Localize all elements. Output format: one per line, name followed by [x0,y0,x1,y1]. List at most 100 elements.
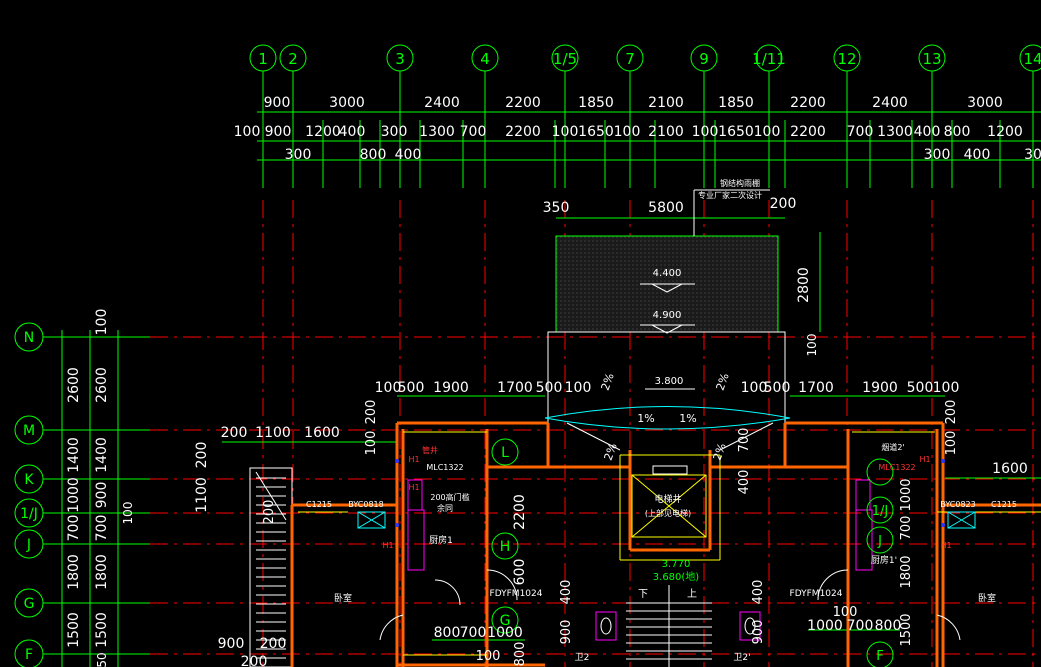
dim-text-row2: 1300 [877,124,913,140]
window-x [947,511,976,529]
axis-bubble-top [833,44,861,72]
dim-text-row2: 2200 [790,124,826,140]
dim-text-row2: 1650 [578,124,614,140]
dim-text-left: 1000 [66,477,82,513]
room-label: 厨房1' [871,554,897,566]
axis-label-left: J [26,537,31,553]
room-label: MLC1322 [426,463,463,472]
dim-text-mid: 100 [565,380,592,396]
dim-text-left: 100 [94,309,110,336]
dim-text-row2: 2100 [648,124,684,140]
axis-label-inner: H [500,539,511,555]
dim-vert: 700 [899,516,914,541]
kitchen-counter [407,509,425,571]
axis-bubble-top [279,44,307,72]
red-marker: H1 [940,541,951,550]
axis-bubble-inner [866,526,894,554]
dim-vert: 100 [944,431,959,456]
door-arc [817,569,849,601]
dim-text-left: 1500 [66,612,82,648]
room-label: MLC1322 [878,463,915,472]
slope-diag [719,422,774,451]
dim-vert: 400 [737,470,752,495]
dim-text-left: 1100 [194,477,210,513]
dim-text-mid: 1700 [497,380,533,396]
room-label: 卫2 [575,653,590,663]
dim-text-mid: 100 [741,380,768,396]
dim-text-left: 1400 [66,437,82,473]
room-label: 余同 [437,503,453,513]
dim-text-row1: 1850 [578,95,614,111]
slope-text: 2% [602,441,620,462]
dim-text-small: 1600 [992,461,1028,477]
axis-bubble-top [755,44,783,72]
dim-text-left: 700 [66,515,82,542]
dim-text-left: 1800 [66,554,82,590]
dim-text-row1: 2100 [648,95,684,111]
fixtures [357,406,976,667]
dim-text-row3: 800 [360,147,387,163]
window-tag: BYC0823 [940,500,975,509]
door-tag: FDYFM1024 [490,589,543,599]
dim-text-row1: 3000 [329,95,365,111]
elevator-x [631,474,707,538]
blue-dot [941,523,945,527]
dim-text-bottom: 900 [218,636,245,652]
red-marker: H1 [408,455,419,464]
axis-label-left: 1/J [20,506,38,522]
door-arc [486,569,518,601]
axis-bubble-inner [866,641,894,667]
door-tag: FDYFM1024 [790,589,843,599]
dim-text-small: 200 [221,425,248,441]
dim-text-bottom: 100 [476,649,501,664]
window-tag: BYC0818 [348,500,383,509]
axis-bubble-left [14,464,44,494]
axis-label-inner: 1/J [872,504,889,519]
dim-text-row2: 300 [381,124,408,140]
slope-text: 1% [637,412,654,425]
dim-text-bottom: 800 [434,625,461,641]
red-marker: H1 [408,483,419,492]
dim-text-bottom: 700 [847,618,874,634]
dim-vert: 800 [513,642,528,667]
dim-text-bottom: 1000 [807,618,843,634]
dim-text-row2: 100 [234,124,261,140]
dim-text-row2: 1200 [987,124,1023,140]
elev-text: 3.770 [662,559,691,570]
elevator-shaft [631,474,707,538]
window-x [357,511,386,529]
axis-label-top: 12 [837,50,856,68]
dim-text-mid: 100 [375,380,402,396]
roof-elev: 4.900 [653,310,682,321]
canopy-frame [547,331,786,423]
slope-text: 2% [714,371,732,392]
dim-vert: 1800 [899,555,914,588]
axis-bubble-left [14,529,44,559]
dim-text-mid: 1700 [798,380,834,396]
roof-elev: 4.400 [653,268,682,279]
dim-vert: 400 [751,580,766,605]
kitchen-counter [855,509,873,571]
axis-label-top: 1 [258,50,268,68]
axis-bubble-top [616,44,644,72]
axis-label-inner: F [876,649,883,664]
dim-text-row2: 2200 [505,124,541,140]
toilet-bowl [744,617,756,635]
axis-label-top: 1/11 [752,50,786,68]
dim-text-row2: 100 [754,124,781,140]
axis-bubble-inner [866,496,894,524]
axis-bubble-inner [491,438,519,466]
axis-bubble-inner [491,532,519,560]
roof-note: 专业厂家二次设计 [698,190,762,200]
axis-bubble-left [14,415,44,445]
dim-text-row1: 1850 [718,95,754,111]
dim-vert: 600 [512,559,528,586]
axis-bubble-inner [866,458,894,486]
dim-vert: 200 [262,500,277,525]
dim-vert: 900 [751,620,766,645]
dim-text-mid: 500 [907,380,934,396]
elevator-door [652,465,688,475]
room-label: 管井 [422,445,438,455]
dim-vert: 2200 [512,494,528,530]
door-arc [379,614,404,641]
